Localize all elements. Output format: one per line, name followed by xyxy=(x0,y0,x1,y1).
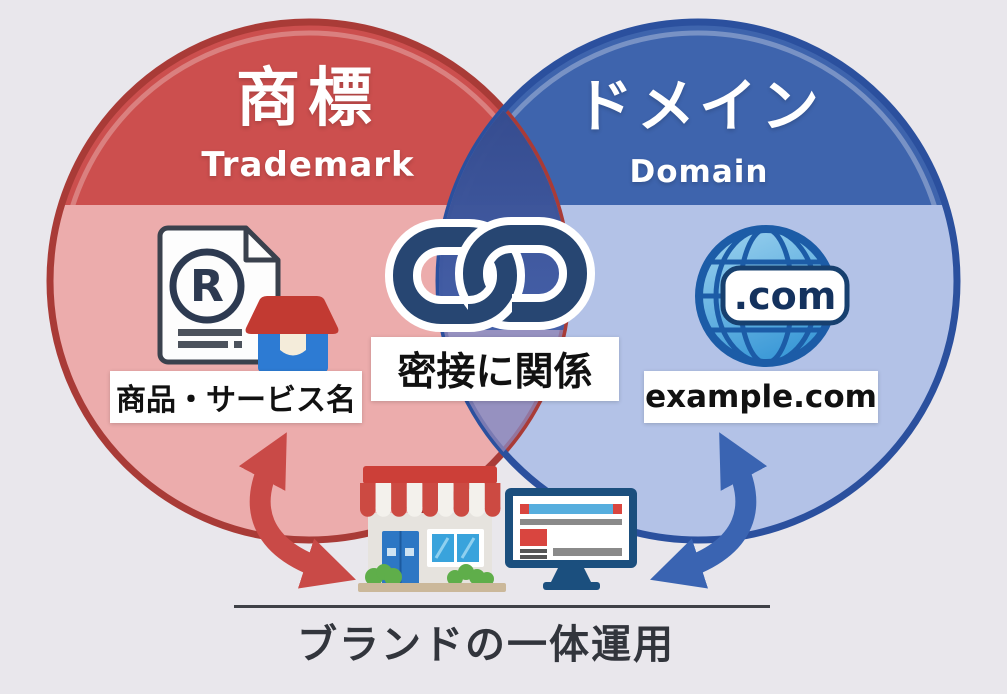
trademark-subtitle: Trademark xyxy=(201,145,415,185)
red-curved-arrow xyxy=(238,432,356,589)
chain-link-icon xyxy=(385,217,595,332)
registered-mark-ring xyxy=(169,248,245,324)
storefront-illustration xyxy=(358,466,506,592)
bottom-caption: ブランドの一体運用 xyxy=(297,622,675,668)
example-domain-label: example.com xyxy=(644,371,878,423)
dotcom-badge: .com xyxy=(720,265,850,326)
relation-label: 密接に関係 xyxy=(371,337,619,401)
monitor-illustration xyxy=(505,488,637,590)
registered-mark-letter: R xyxy=(190,261,224,312)
awning xyxy=(360,483,501,517)
dotcom-badge-text: .com xyxy=(734,274,837,318)
trademark-title: 商標 xyxy=(236,62,380,136)
domain-title: ドメイン xyxy=(574,72,823,140)
domain-subtitle: Domain xyxy=(629,154,769,190)
blue-curved-arrow xyxy=(650,432,768,589)
product-service-label: 商品・サービス名 xyxy=(110,371,362,423)
globe-icon: .com xyxy=(695,225,850,367)
caption-divider xyxy=(234,605,770,608)
storefront-icon xyxy=(245,296,339,372)
